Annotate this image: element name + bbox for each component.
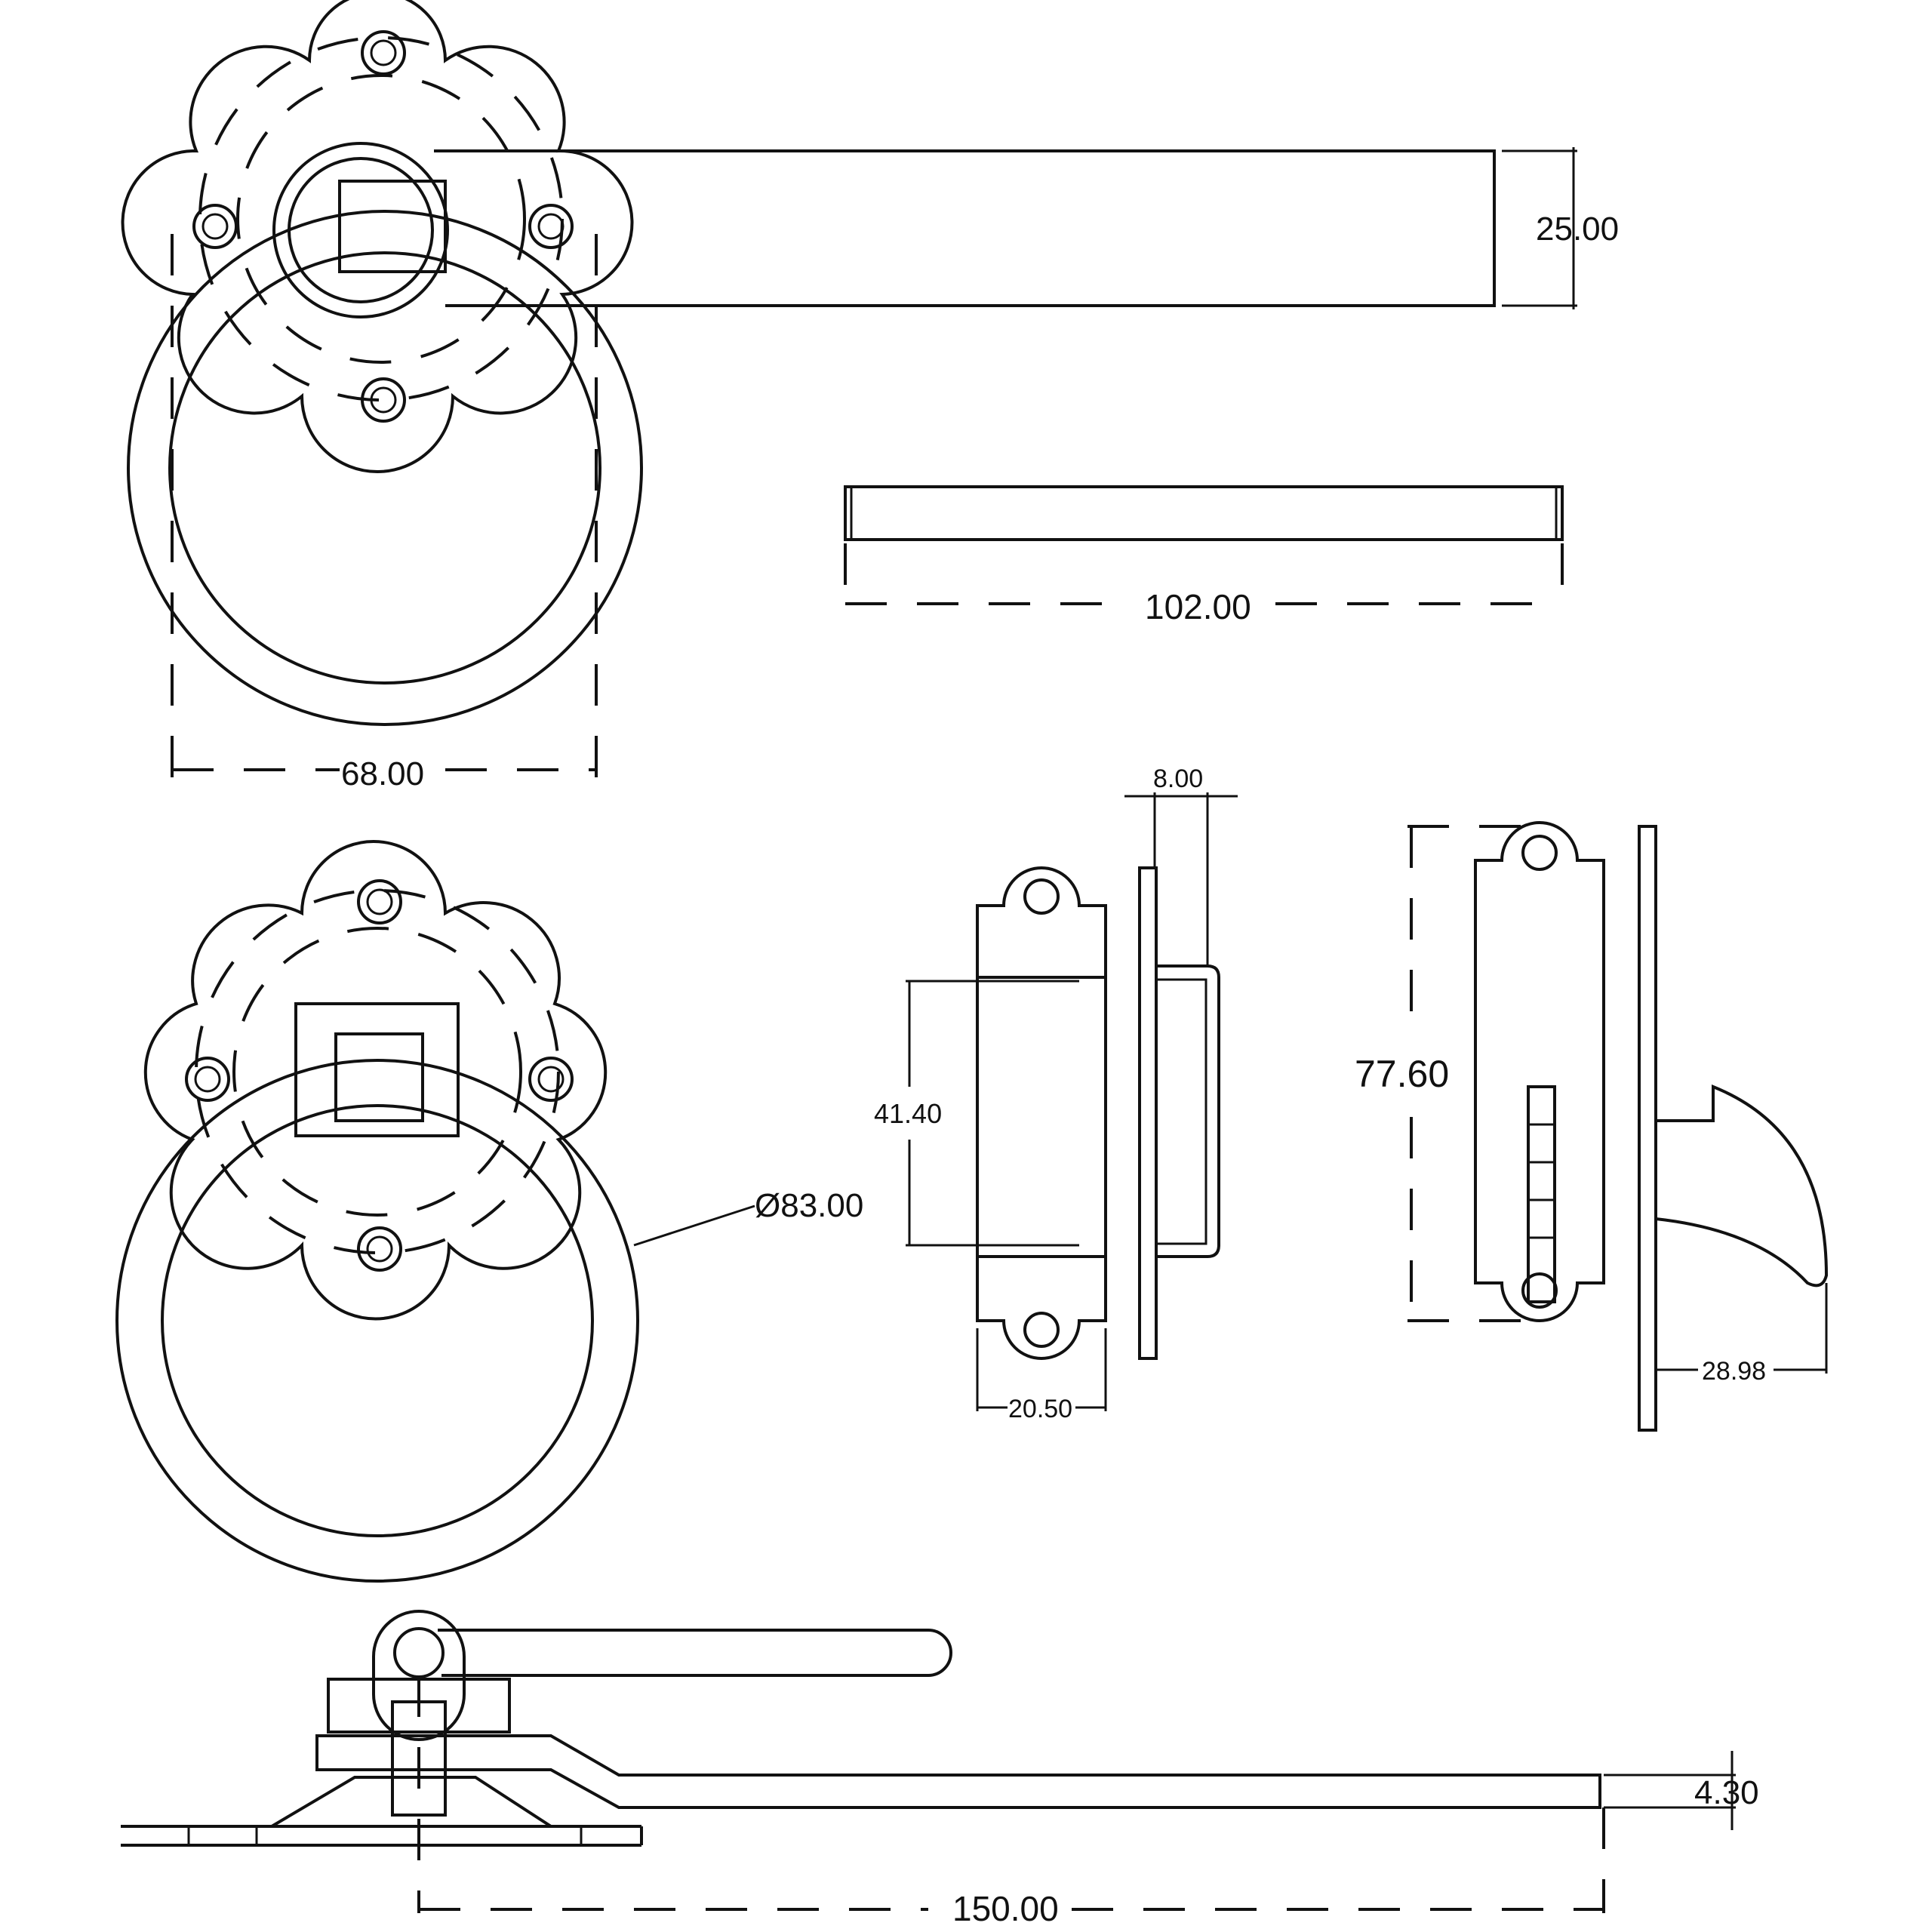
ring-front-outer <box>115 1059 639 1583</box>
dim-handle-height: 25.00 <box>1502 147 1619 309</box>
ring-outer <box>127 210 643 726</box>
dim-rose-width: 68.00 <box>171 234 598 792</box>
view-keep: 8.00 41.40 20.50 <box>874 764 1238 1423</box>
view-handle-top: 25.00 68.00 <box>121 0 1619 792</box>
rose-plate-top <box>121 0 634 473</box>
dim-keep-height: 41.40 <box>874 980 1079 1247</box>
dim-label-handle-height: 25.00 <box>1536 211 1619 248</box>
rose-front-inner-arc <box>232 927 522 1217</box>
square-hole-front <box>334 1032 424 1122</box>
screw-holes-top <box>192 30 574 423</box>
keep-hole-bottom <box>1023 1312 1060 1348</box>
dim-label-bar-thickness: 4.30 <box>1694 1774 1759 1811</box>
dim-label-spindle-length: 102.00 <box>1145 587 1251 626</box>
dim-catch-projection: 28.98 <box>1656 1283 1828 1386</box>
keep-staple-front <box>976 976 1107 1258</box>
dim-staple-depth: 8.00 <box>1124 764 1238 966</box>
latch-side-plate <box>1638 825 1657 1432</box>
view-rose-front: Ø83.00 <box>115 840 863 1583</box>
dim-label-rose-width: 68.00 <box>341 755 424 792</box>
dim-label-catch-projection: 28.98 <box>1702 1357 1766 1386</box>
rose-side-plate <box>315 1734 1601 1809</box>
dim-label-latch-plate-height: 77.60 <box>1355 1053 1449 1095</box>
latch-plate <box>1474 821 1605 1322</box>
rose-base <box>266 1776 556 1828</box>
keep-plate <box>976 866 1107 1360</box>
dim-label-keep-width: 20.50 <box>1008 1395 1072 1423</box>
square-spindle-hole <box>338 180 447 273</box>
rose-inner-arc <box>236 74 526 364</box>
rose-front-outer-arc <box>195 889 560 1254</box>
ring-front-inner <box>161 1104 594 1537</box>
keep-hole-top <box>1023 878 1060 915</box>
rose-plate-front <box>143 840 608 1321</box>
ring-inner <box>168 251 601 685</box>
dim-keep-width: 20.50 <box>976 1328 1107 1423</box>
dim-ring-diameter: Ø83.00 <box>633 1187 863 1247</box>
dim-spindle-length: 102.00 <box>844 543 1564 626</box>
rose-outer-arc <box>198 36 564 401</box>
dim-label-staple-depth: 8.00 <box>1153 764 1203 793</box>
dim-latch-plate-height: 77.60 <box>1355 825 1532 1322</box>
dim-label-keep-height: 41.40 <box>874 1098 942 1129</box>
keep-staple-side <box>1156 964 1220 1258</box>
keep-side-plate <box>1138 866 1158 1360</box>
dim-bar-thickness: 4.30 <box>1604 1751 1759 1830</box>
view-spindle: 102.00 <box>844 485 1564 626</box>
catch-hook <box>1655 1084 1829 1287</box>
latch-hole-top <box>1521 835 1558 871</box>
dim-label-bar-length: 150.00 <box>952 1889 1059 1928</box>
boss-outer <box>272 142 449 318</box>
screw-holes-front <box>185 879 574 1272</box>
dim-bar-length: 150.00 <box>417 1675 1605 1928</box>
lever-side <box>438 1629 952 1677</box>
view-latch: 77.60 28.98 <box>1355 821 1829 1432</box>
lever-arm <box>434 149 1496 307</box>
dim-label-ring-diameter: Ø83.00 <box>755 1187 863 1224</box>
spindle-bar <box>844 485 1564 541</box>
view-side-elevation: 4.30 150.00 <box>121 1610 1759 1928</box>
boss-front <box>294 1002 460 1137</box>
pivot-pin <box>393 1627 445 1678</box>
latch-slot <box>1527 1085 1556 1303</box>
